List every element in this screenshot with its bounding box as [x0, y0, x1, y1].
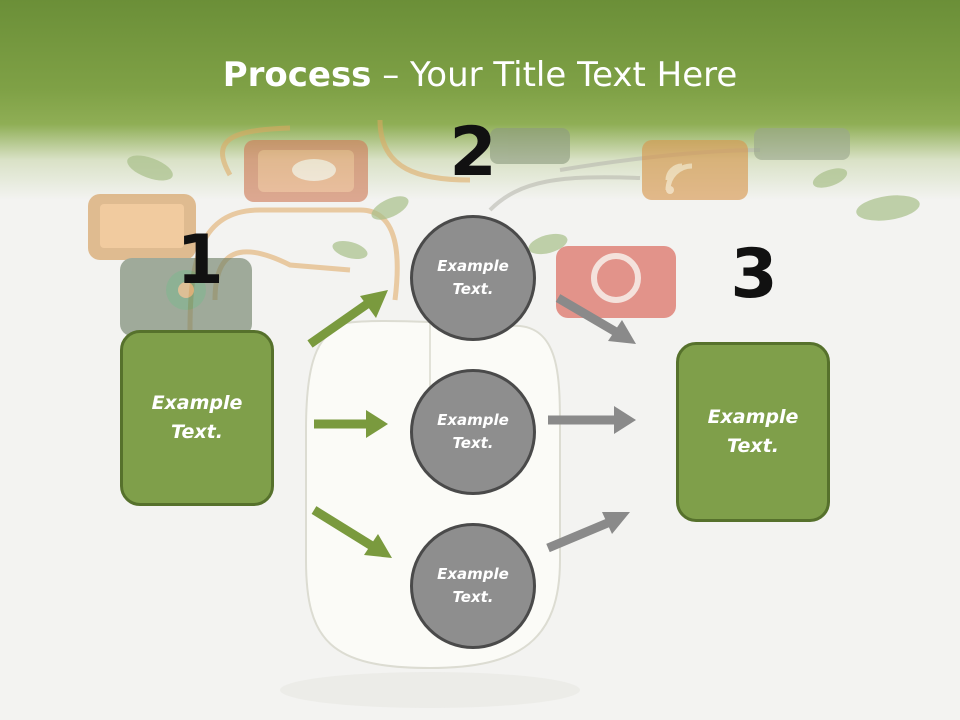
circle-bottom-line2: Text. [452, 588, 494, 606]
leaf-shapes [127, 155, 920, 260]
circle-middle-line1: Example [437, 411, 509, 429]
circle-bottom-line1: Example [437, 565, 509, 583]
step-number-3: 3 [730, 235, 778, 314]
step-number-1: 1 [176, 221, 224, 300]
mouse-shape [280, 319, 580, 708]
app-tiles [88, 128, 850, 336]
step-3-box: Example Text. [676, 342, 830, 522]
step-3-text-line1: Example [707, 406, 799, 428]
slide-title: Process – Your Title Text Here [0, 52, 960, 98]
step-2-circle-middle: Example Text. [410, 369, 536, 495]
title-rest: – Your Title Text Here [371, 55, 738, 95]
circle-middle-line2: Text. [452, 434, 494, 452]
step-2-circle-top: Example Text. [410, 215, 536, 341]
step-1-text-line1: Example [151, 392, 243, 414]
circle-top-line1: Example [437, 257, 509, 275]
circle-top-line2: Text. [452, 280, 494, 298]
step-1-text-line2: Text. [171, 421, 223, 443]
step-1-box: Example Text. [120, 330, 274, 506]
step-3-text-line2: Text. [727, 435, 779, 457]
step-number-2: 2 [449, 113, 497, 192]
step-2-circle-bottom: Example Text. [410, 523, 536, 649]
title-bold: Process [222, 55, 372, 95]
